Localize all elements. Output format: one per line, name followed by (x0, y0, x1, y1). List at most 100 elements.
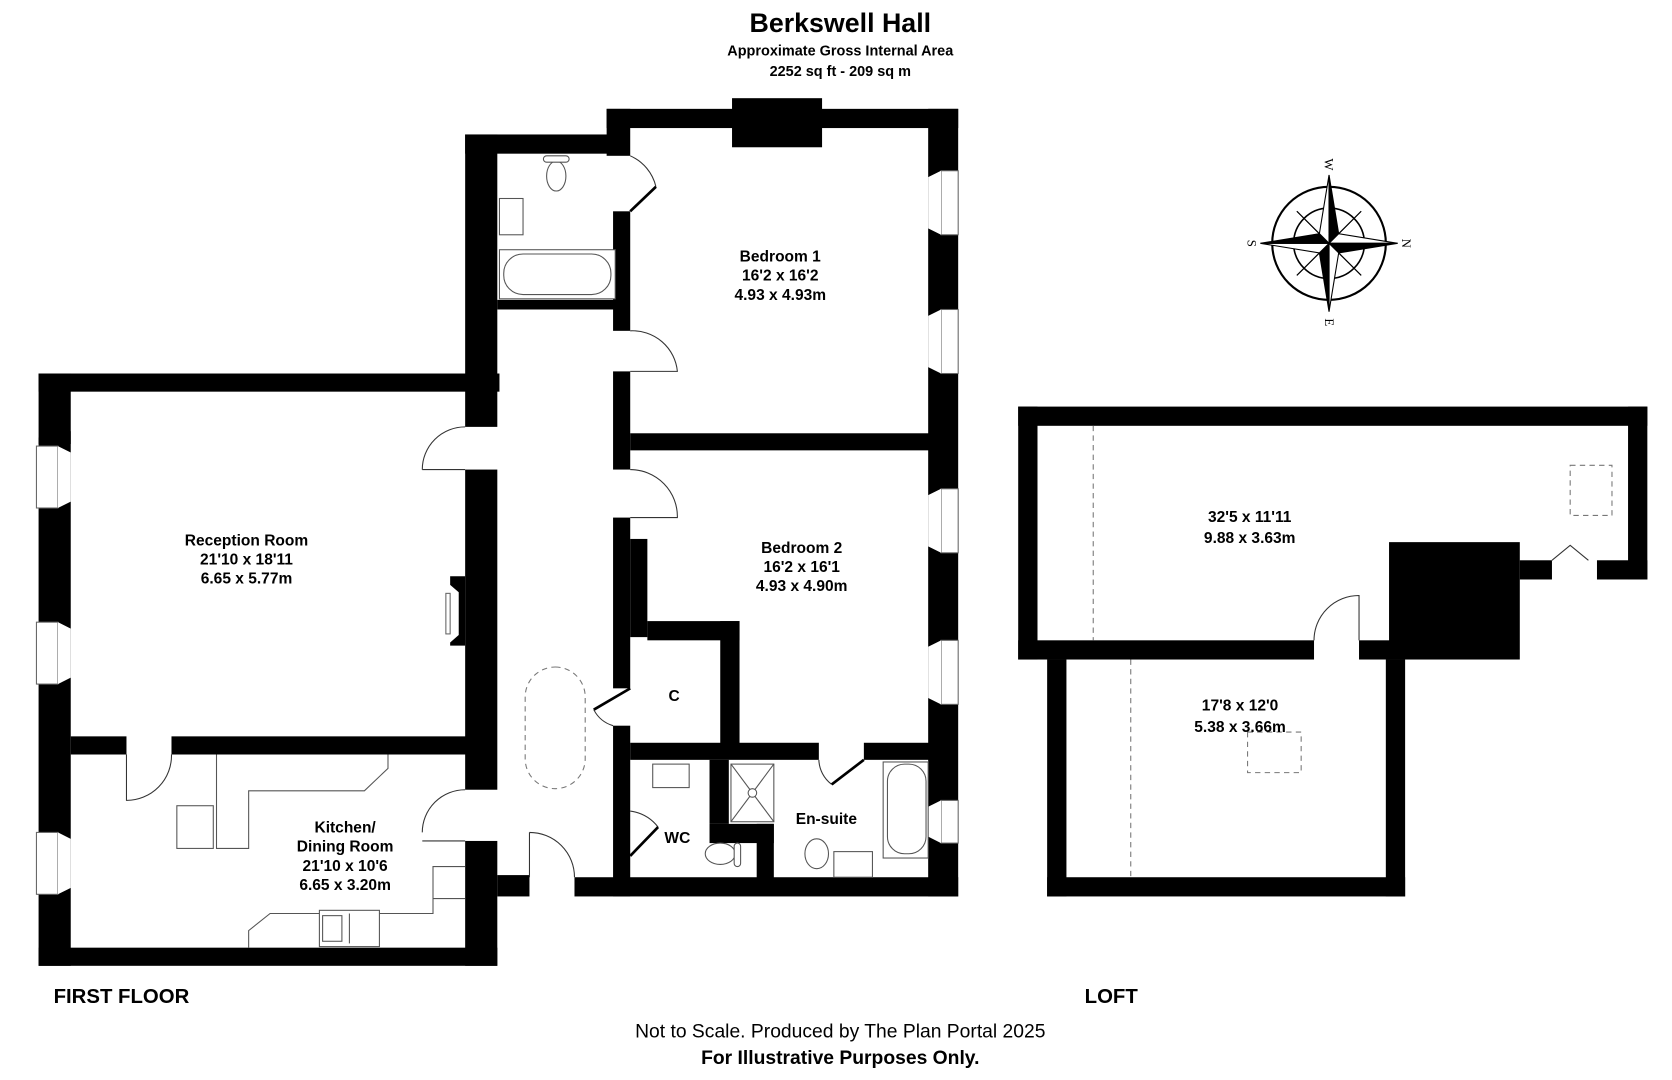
room-imperial: 21'10 x 10'6 (303, 858, 389, 875)
reception-window-2 (35, 621, 59, 685)
loft-hatch-door (1551, 544, 1589, 561)
room-name-line1: Kitchen/ (314, 819, 376, 836)
roof-light-1 (1569, 464, 1613, 516)
room-metric: 9.88 x 3.63m (1204, 530, 1296, 547)
ensuite-toilet-icon (804, 838, 830, 870)
ensuite-top-wall (863, 742, 931, 760)
wc-west-wall (613, 725, 631, 897)
room-loft-main: 32'5 x 11'11 9.88 x 3.63m (1204, 509, 1296, 547)
bedroom2-window-1 (940, 488, 959, 554)
room-kitchen: Kitchen/ Dining Room 21'10 x 10'6 6.65 x… (297, 819, 394, 894)
bathroom-door-arc (629, 155, 657, 187)
kitchen-door-arc (421, 789, 466, 833)
bathroom-bedroom-wall-top (606, 108, 631, 156)
bedroom-divider-wall (630, 433, 931, 451)
kitchen-east-wall (465, 840, 498, 966)
loft-divider-left (1018, 640, 1315, 660)
wc-basin-icon (652, 763, 690, 789)
reception-east-wall-upper (465, 373, 498, 427)
bathroom-bottom-wall (497, 299, 616, 310)
room-reception: Reception Room 21'10 x 18'11 6.65 x 5.77… (185, 532, 308, 587)
bedroom2-west-wall (613, 517, 631, 689)
bedroom2-window-2 (940, 639, 959, 705)
corridor-west-stub (497, 875, 530, 897)
reception-door-arc (421, 426, 466, 470)
south-outer-wall (574, 877, 959, 897)
bedroom1-door (630, 330, 678, 372)
bedroom2-door (630, 469, 678, 519)
room-name-line2: Dining Room (297, 839, 394, 856)
reception-kitchen-divider-left (70, 736, 127, 755)
loft2-bottom-wall (1047, 877, 1406, 897)
compass-south-label: S (1245, 240, 1259, 247)
room-cupboard: C (669, 688, 680, 705)
toilet-icon (546, 160, 567, 192)
kitchen-window (35, 831, 59, 895)
wc-fixtures (652, 761, 929, 878)
chimney-stack (732, 98, 823, 148)
loft2-east-wall (1385, 659, 1406, 897)
stair-door (528, 831, 576, 878)
cupboard-east-wall (720, 621, 740, 745)
reception-east-wall-mid (465, 469, 498, 790)
room-name: Reception Room (185, 532, 308, 549)
wc-ensuite-wall-lower (756, 823, 774, 880)
illustrative-text: For Illustrative Purposes Only. (701, 1048, 979, 1069)
loft-divider-right (1359, 640, 1392, 660)
bath-icon (503, 253, 612, 296)
room-metric: 4.93 x 4.90m (756, 578, 848, 595)
room-imperial: 21'10 x 18'11 (200, 552, 293, 569)
stairwell-outline (524, 666, 586, 790)
bedroom-west-wall-mid (613, 371, 631, 470)
bedroom1-window-2 (940, 308, 959, 375)
room-name: Bedroom 1 (740, 248, 822, 265)
compass-rose-icon: W N E S (1245, 158, 1413, 326)
wc-toilet-icon (704, 842, 736, 865)
room-metric: 6.65 x 3.20m (299, 877, 391, 894)
compass-west-label: W (1322, 158, 1336, 171)
corridor-west-wall-upper (465, 134, 498, 376)
cupboard-door (593, 687, 631, 711)
kitchen-fixtures (176, 754, 466, 948)
room-bedroom-1: Bedroom 1 16'2 x 16'2 4.93 x 4.93m (734, 248, 826, 303)
loft-east-wall (1628, 406, 1648, 580)
roof-light-2 (1247, 731, 1302, 774)
first-floor-plan: Bedroom 1 16'2 x 16'2 4.93 x 4.93m Bedro… (35, 98, 959, 966)
loft-chimney-block (1389, 542, 1520, 660)
loft-top-wall (1018, 406, 1648, 426)
header: Berkswell Hall Approximate Gross Interna… (727, 8, 954, 80)
area-value: 2252 sq ft - 209 sq m (770, 64, 911, 80)
loft-plan: 32'5 x 11'11 9.88 x 3.63m 17'8 x 12'0 5.… (1018, 406, 1648, 897)
room-metric: 4.93 x 4.93m (734, 287, 826, 304)
first-floor-label: FIRST FLOOR (54, 986, 190, 1008)
room-bedroom-2: Bedroom 2 16'2 x 16'1 4.93 x 4.90m (756, 540, 848, 595)
ensuite-basin-icon (833, 851, 873, 878)
plan-title: Berkswell Hall (749, 8, 931, 38)
loft-east-return (1596, 560, 1648, 580)
wc-door (630, 810, 659, 828)
loft-west-wall (1018, 406, 1038, 660)
room-metric: 6.65 x 5.77m (201, 571, 293, 588)
cupboard-top-wall (647, 621, 740, 641)
reception-kitchen-divider-right (171, 736, 468, 755)
bathroom-top-wall (465, 134, 626, 154)
ensuite-bath-icon (886, 763, 927, 855)
loft-door (1313, 594, 1360, 641)
bathroom-fixtures (498, 155, 616, 300)
loft-label: LOFT (1085, 986, 1139, 1008)
room-metric: 5.38 x 3.66m (1194, 719, 1286, 736)
room-wc: WC (664, 830, 690, 847)
room-imperial: 16'2 x 16'1 (763, 559, 840, 576)
area-subtitle: Approximate Gross Internal Area (727, 44, 954, 60)
kitchen-appliance (176, 805, 214, 849)
kitchen-bottom-wall (38, 947, 498, 966)
basin-icon (498, 197, 524, 236)
compass-east-label: E (1322, 318, 1336, 326)
room-imperial: 17'8 x 12'0 (1202, 698, 1278, 715)
wc-top-wall (630, 742, 819, 760)
compass-north-label: N (1399, 239, 1413, 248)
room-imperial: 16'2 x 16'2 (742, 268, 818, 285)
room-loft-second: 17'8 x 12'0 5.38 x 3.66m (1194, 698, 1286, 736)
kitchen-internal-door (125, 754, 173, 801)
wc-ensuite-wall-upper (709, 759, 729, 824)
